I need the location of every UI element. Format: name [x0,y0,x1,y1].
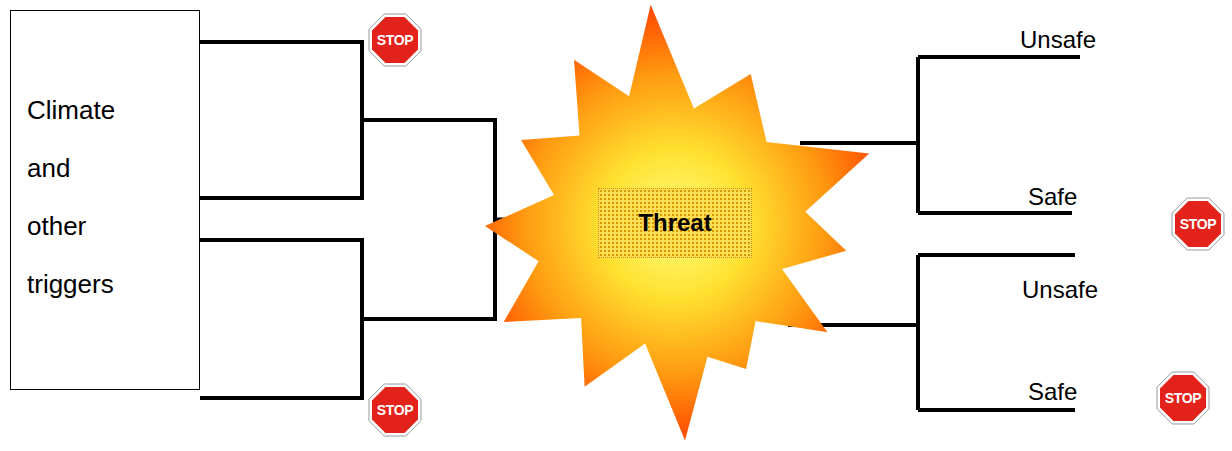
stop-label: STOP [369,14,421,66]
threat-label: Threat [598,188,752,258]
burst-polygon [485,5,869,441]
outcome-label: Safe [1028,378,1077,406]
stop-label: STOP [1172,198,1224,250]
trigger-box: Climate and other triggers [10,10,200,390]
stop-rim [1172,198,1224,250]
stop-sign: STOP [1172,198,1224,250]
outcome-label: Unsafe [1022,276,1098,304]
stop-label: STOP [369,384,421,436]
outcome-label: Safe [1028,183,1077,211]
threat-burst: Threat [480,0,890,451]
stop-label: STOP [1157,372,1209,424]
outcome-label: Unsafe [1020,26,1096,54]
stop-sign: STOP [369,384,421,436]
stop-sign: STOP [369,14,421,66]
box-label: Climate and other triggers [27,81,123,313]
outcome-bracket [800,57,1080,213]
stop-rim [1157,372,1209,424]
stop-rim [369,14,421,66]
stop-rim [369,384,421,436]
stop-sign: STOP [1157,372,1209,424]
